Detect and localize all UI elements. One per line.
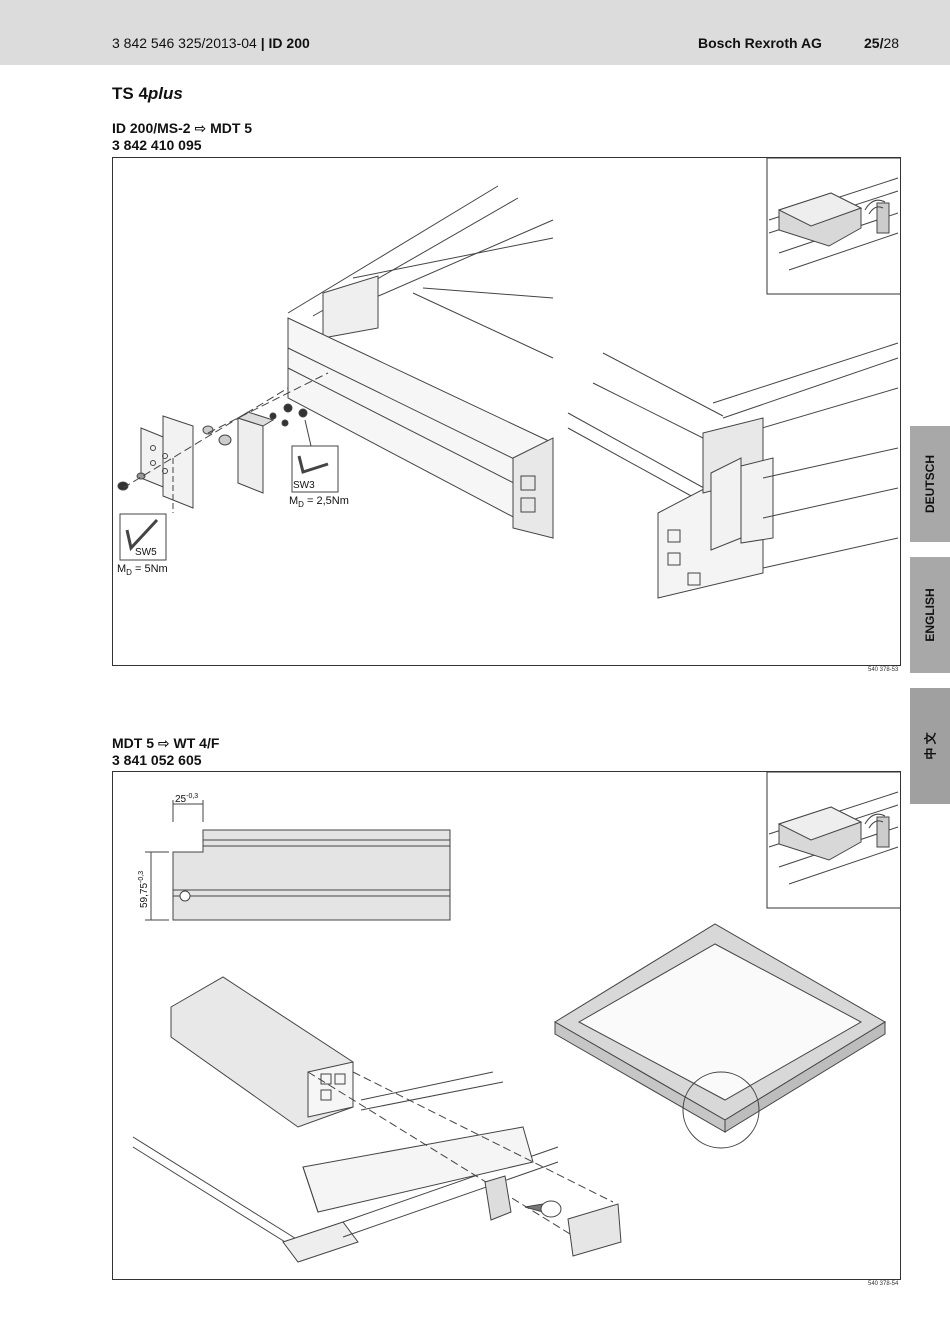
product-title-prefix: TS 4 [112,84,148,103]
product-title: TS 4plus [112,84,183,104]
assembly-figure-2: 25-0,3 59,75-0,3 [112,771,901,1280]
section2-title: MDT 5 ⇨ WT 4/F [112,735,220,751]
inset-device-icon-2 [768,791,899,885]
assembly-drawing-2: 25-0,3 59,75-0,3 [132,772,900,1263]
tab-english-label: ENGLISH [923,588,937,642]
page-number: 25/28 [864,35,899,51]
doc-separator: | [260,35,265,51]
tool2-label: SW5 [135,547,157,558]
inset-device-icon-1 [768,177,899,271]
assembled-view [567,342,899,599]
tab-deutsch[interactable]: DEUTSCH [910,426,950,542]
figure2-id: 540 378-54 [868,1281,899,1287]
bracket-parts [117,372,329,513]
profile-dimension-view [145,800,451,921]
doc-number: 3 842 546 325/2013-04 [112,35,257,51]
tab-chinese[interactable]: 中 文 [910,688,950,804]
doc-id: ID 200 [268,35,310,51]
tab-deutsch-label: DEUTSCH [923,454,937,514]
company-name: Bosch Rexroth AG [698,35,822,51]
torque2-label: MD = 5Nm [117,563,168,577]
doc-reference: 3 842 546 325/2013-04 | ID 200 [112,35,310,51]
figure1-id: 540 378-53 [868,667,899,673]
tab-chinese-label: 中 文 [923,732,938,760]
dim-height-label: 59,75-0,3 [138,871,150,908]
frame-module-view [554,923,886,1149]
allen-key-icon-sw5 [125,518,159,552]
torque1-label: MD = 2,5Nm [289,495,349,509]
page-current: 25/ [864,35,884,51]
dim-width-label: 25-0,3 [175,793,198,805]
section1-heading: ID 200/MS-2 ⇨ MDT 5 3 842 410 095 [112,120,252,154]
page-total: 28 [883,35,900,51]
section1-part-number: 3 842 410 095 [112,137,202,153]
allen-key-icon-sw3 [297,455,329,474]
product-title-suffix: plus [147,84,183,103]
frame-corner-exploded [132,976,622,1263]
section2-part-number: 3 841 052 605 [112,752,202,768]
section2-heading: MDT 5 ⇨ WT 4/F 3 841 052 605 [112,735,219,769]
page-header: 3 842 546 325/2013-04 | ID 200 Bosch Rex… [0,0,950,65]
tool1-label: SW3 [293,480,315,491]
section1-title: ID 200/MS-2 ⇨ MDT 5 [112,120,253,136]
tab-english[interactable]: ENGLISH [910,557,950,673]
assembly-figure-1: SW3 MD = 2,5Nm SW5 MD = 5Nm [112,157,901,666]
profile-rail-main [287,185,554,539]
assembly-drawing-1: SW3 MD = 2,5Nm SW5 MD = 5Nm [117,158,900,599]
